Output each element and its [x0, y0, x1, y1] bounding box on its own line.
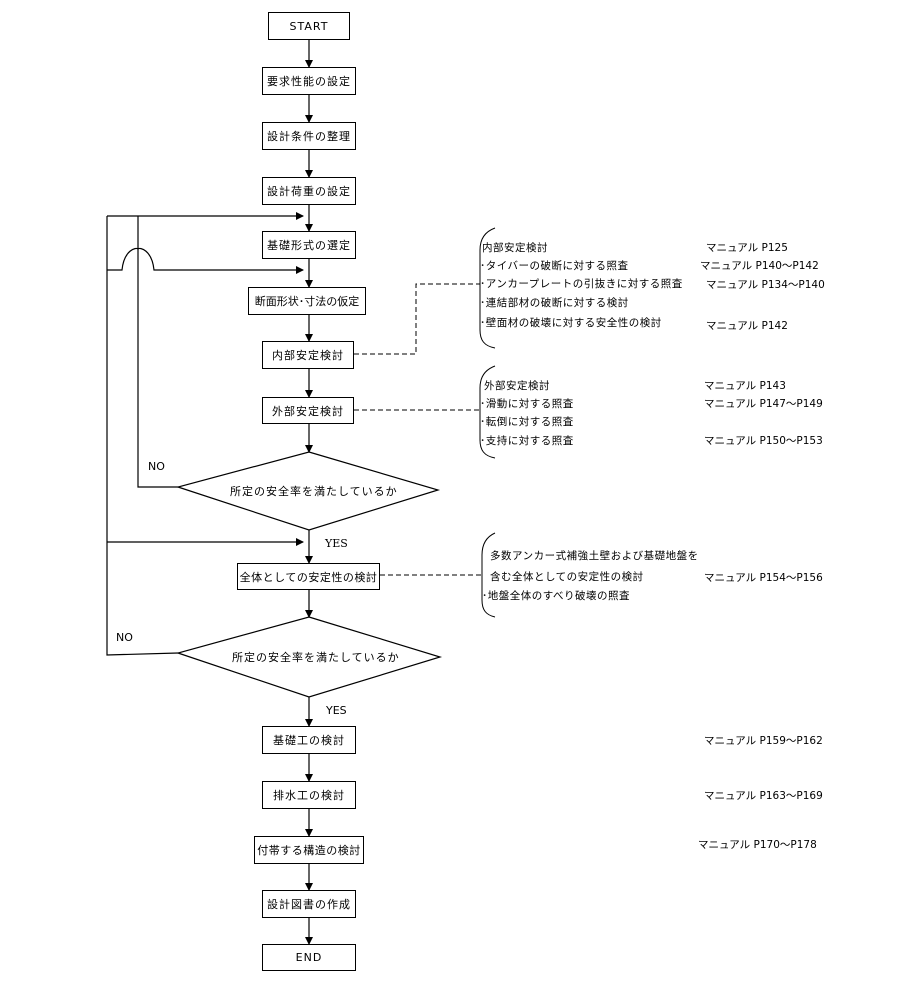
- decision-1-yes-label: YES: [325, 537, 348, 550]
- step-design-conditions: 設計条件の整理: [262, 122, 356, 150]
- step-external-stability: 外部安定検討: [262, 397, 354, 424]
- step-label: 設計荷重の設定: [267, 185, 351, 198]
- decision-2-text: 所定の安全率を満たしているか: [232, 651, 400, 664]
- bracket-external: [479, 365, 496, 459]
- bracket-overall: [481, 532, 496, 618]
- ref-foundation: マニュアル P159～P162: [704, 735, 823, 747]
- decision-2-yes-label: YES: [326, 704, 347, 717]
- decision-diamond-2: [175, 616, 443, 698]
- decision-2-no-label: NO: [116, 631, 133, 644]
- loop-no-1: [137, 216, 178, 488]
- step-foundation-type: 基礎形式の選定: [262, 231, 356, 259]
- ref-internal: マニュアル P140～P142: [700, 260, 819, 272]
- step-label: 基礎工の検討: [273, 734, 345, 747]
- step-label: 排水工の検討: [273, 789, 345, 802]
- step-required-performance: 要求性能の設定: [262, 67, 356, 95]
- decision-diamond-1: [175, 451, 441, 531]
- dashed-link-internal: [354, 283, 480, 355]
- note-internal-item: ･アンカープレートの引抜きに対する照査: [480, 278, 683, 290]
- ref-external: マニュアル P147～P149: [704, 398, 823, 410]
- step-design-loads: 設計荷重の設定: [262, 177, 356, 205]
- step-label: 外部安定検討: [272, 404, 344, 418]
- ref-internal: マニュアル P142: [706, 320, 788, 332]
- note-internal-item: ･壁面材の破壊に対する安全性の検討: [480, 317, 662, 329]
- ref-external: マニュアル P143: [704, 380, 786, 392]
- start-label: START: [289, 19, 329, 33]
- step-label: 要求性能の設定: [267, 75, 351, 88]
- step-label: 全体としての安定性の検討: [239, 570, 378, 584]
- note-external-item: ･支持に対する照査: [480, 435, 574, 447]
- step-label: 断面形状･寸法の仮定: [254, 295, 360, 308]
- note-external-title: 外部安定検討: [484, 380, 550, 392]
- step-section-assumption: 断面形状･寸法の仮定: [248, 287, 366, 315]
- ref-drainage: マニュアル P163～P169: [704, 790, 823, 802]
- loop-jumpover: [107, 247, 304, 274]
- step-auxiliary-structure: 付帯する構造の検討: [254, 836, 364, 864]
- note-external-item: ･滑動に対する照査: [480, 398, 574, 410]
- step-internal-stability: 内部安定検討: [262, 341, 354, 369]
- note-internal-item: ･連結部材の破断に対する検討: [480, 297, 629, 309]
- step-label: 基礎形式の選定: [267, 239, 351, 252]
- step-label: 内部安定検討: [272, 349, 344, 362]
- step-design-documents: 設計図書の作成: [262, 890, 356, 918]
- note-internal-item: ･タイバーの破断に対する照査: [480, 260, 629, 272]
- ref-external: マニュアル P150～P153: [704, 435, 823, 447]
- ref-auxiliary: マニュアル P170～P178: [698, 839, 817, 851]
- note-overall-item: ･地盤全体のすべり破壊の照査: [482, 590, 631, 602]
- step-label: 付帯する構造の検討: [257, 844, 361, 857]
- ref-overall: マニュアル P154～P156: [704, 572, 823, 584]
- note-overall-line: 含む全体としての安定性の検討: [490, 571, 644, 583]
- start-terminal: START: [268, 12, 350, 40]
- step-label: 設計図書の作成: [267, 898, 351, 911]
- step-foundation-work: 基礎工の検討: [262, 726, 356, 754]
- step-label: 設計条件の整理: [267, 130, 351, 143]
- step-drainage-work: 排水工の検討: [262, 781, 356, 809]
- end-label: END: [295, 951, 323, 964]
- step-overall-stability: 全体としての安定性の検討: [237, 563, 380, 590]
- decision-1-text: 所定の安全率を満たしているか: [230, 485, 398, 498]
- ref-internal: マニュアル P125: [706, 242, 788, 254]
- end-terminal: END: [262, 944, 356, 971]
- decision-1-no-label: NO: [148, 460, 165, 473]
- note-external-item: ･転倒に対する照査: [480, 416, 574, 428]
- note-overall-line: 多数アンカー式補強土壁および基礎地盤を: [490, 550, 699, 562]
- ref-internal: マニュアル P134～P140: [706, 279, 825, 291]
- bracket-internal: [479, 227, 496, 349]
- note-internal-title: 内部安定検討: [482, 242, 548, 254]
- loop-no-2: [106, 216, 179, 656]
